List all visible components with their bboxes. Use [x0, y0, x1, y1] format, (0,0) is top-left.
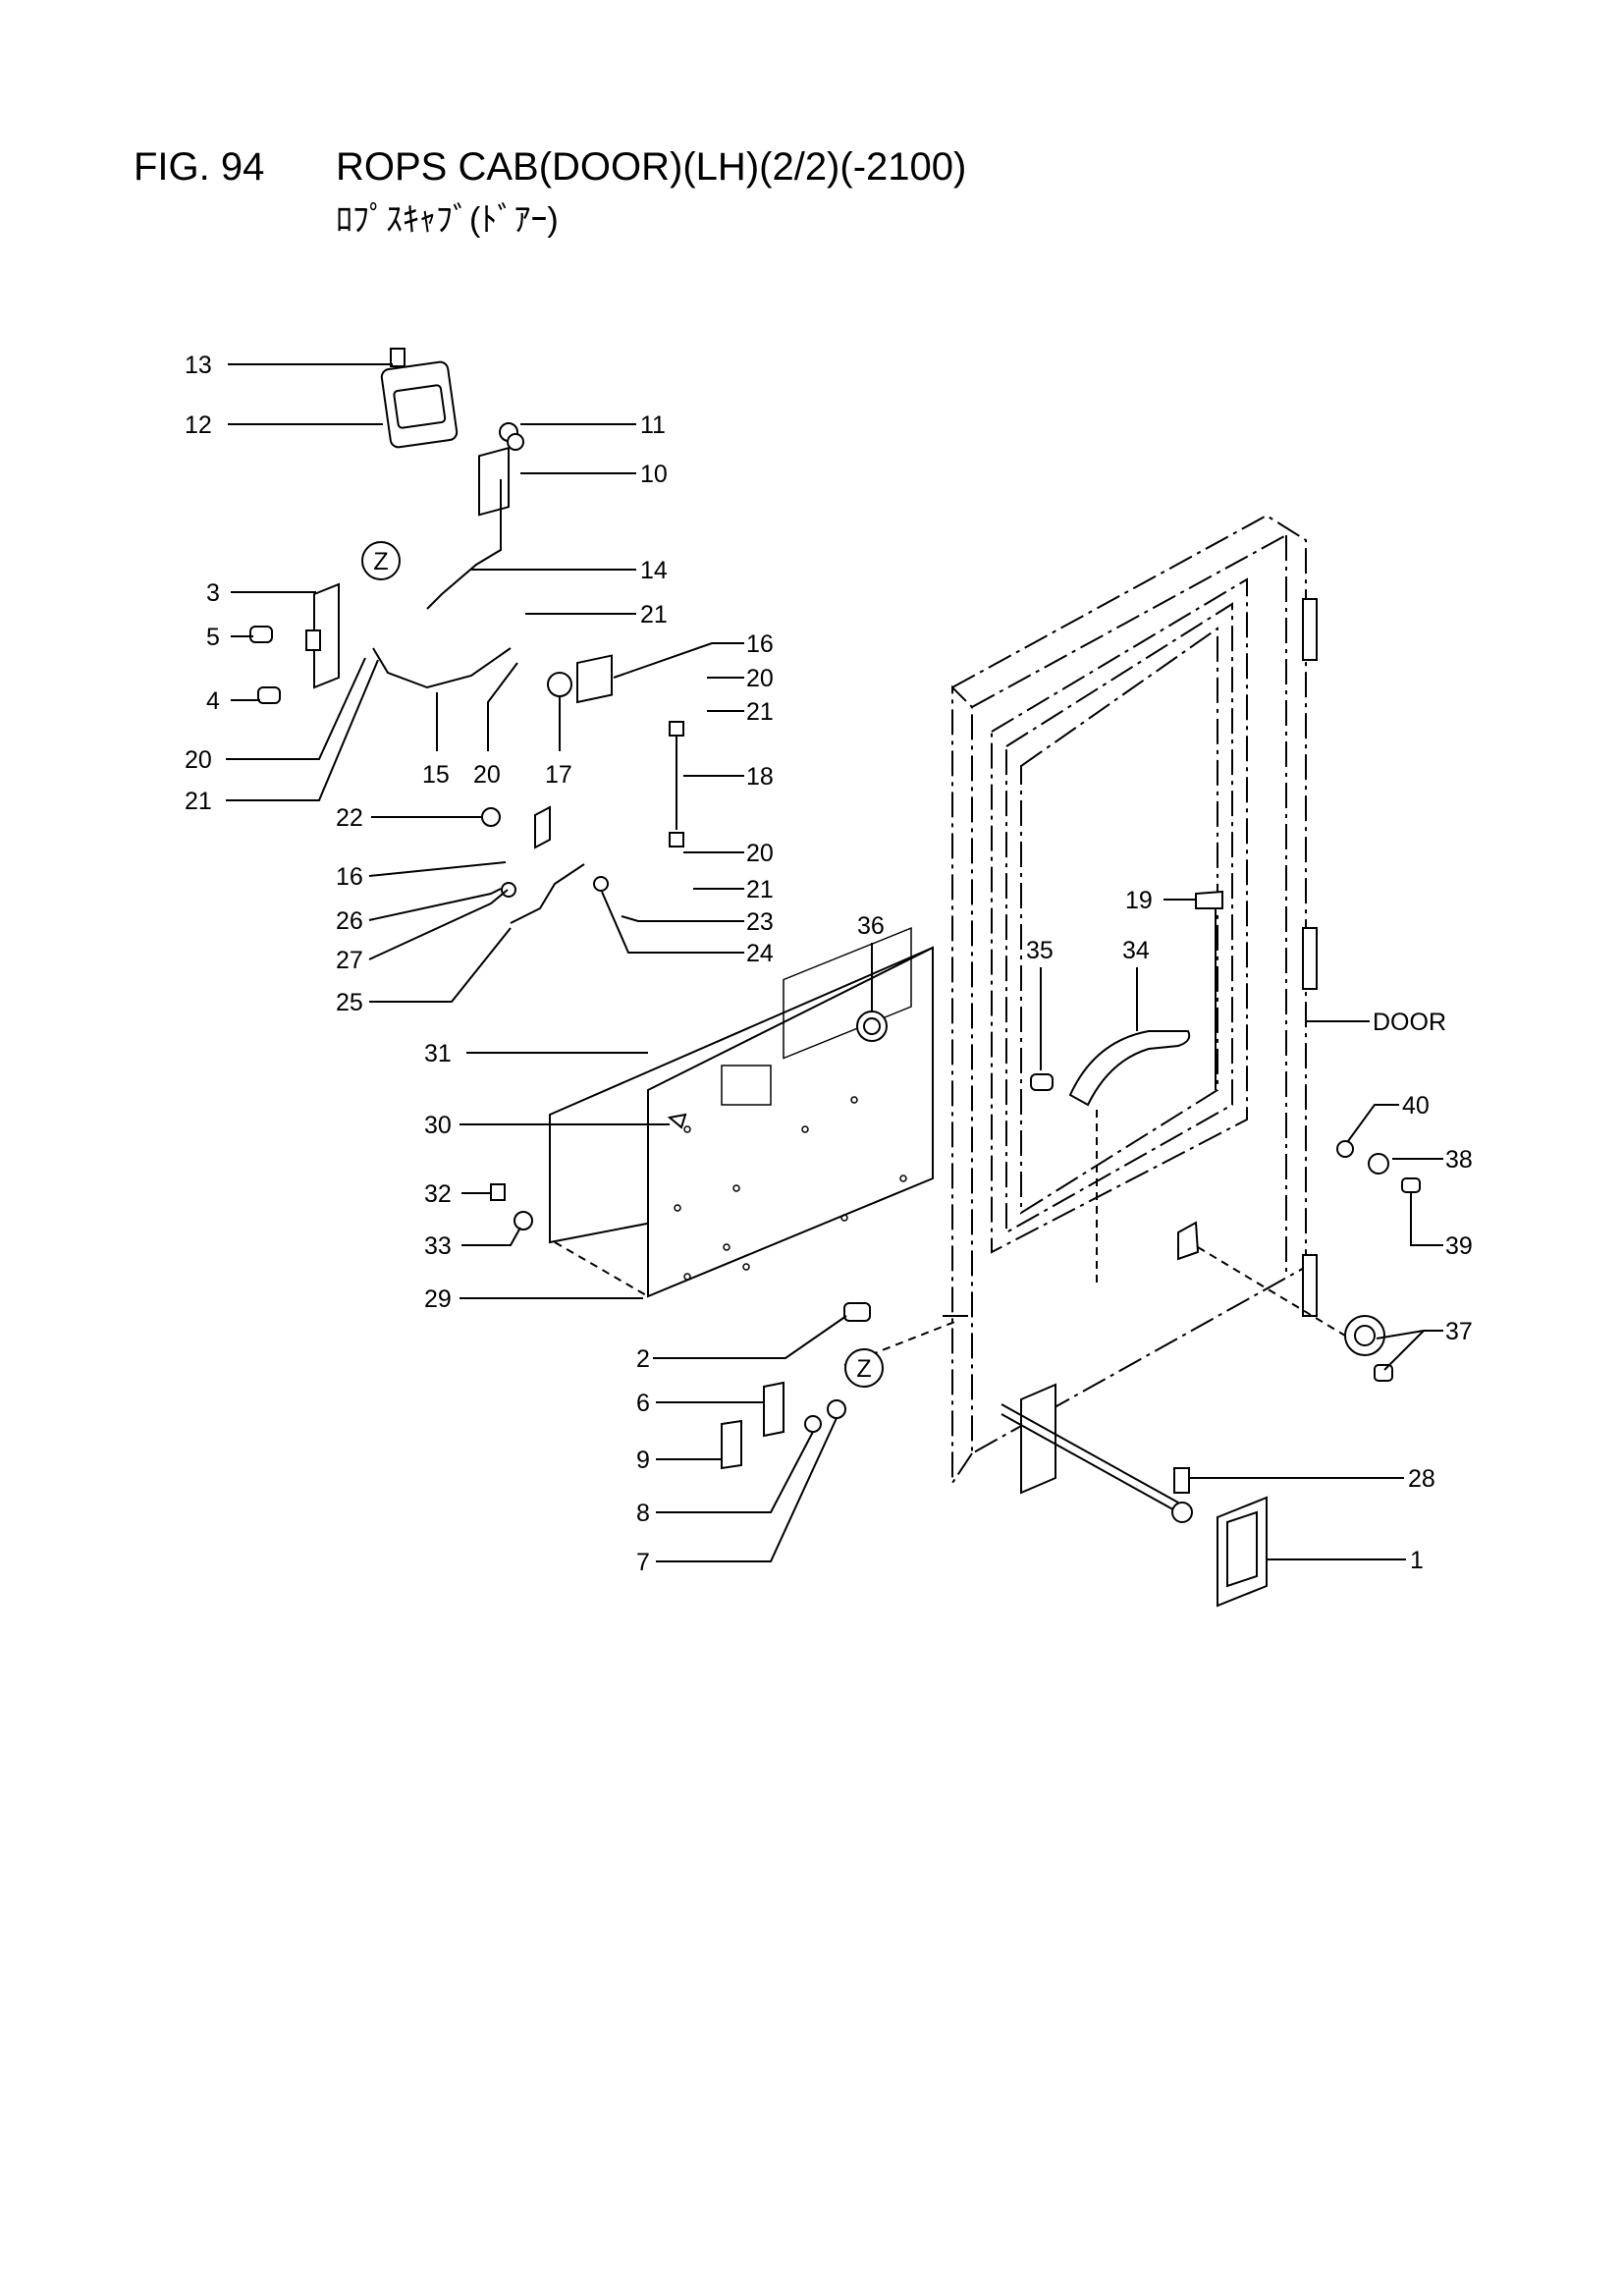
- callout-16a: 16: [746, 630, 774, 658]
- svg-text:Z: Z: [856, 1355, 871, 1383]
- view-marker-z-bottom: Z: [844, 1348, 884, 1388]
- callout-25: 25: [336, 989, 363, 1016]
- latch-mechanism: [249, 348, 687, 1230]
- figure-subtitle: ﾛﾌﾟｽｷｬﾌﾞ(ﾄﾞｱｰ): [336, 201, 559, 239]
- callout-21c: 21: [185, 788, 212, 815]
- callout-13: 13: [185, 352, 212, 379]
- door-hardware: [721, 890, 1421, 1608]
- callout-22: 22: [336, 804, 363, 832]
- callout-23: 23: [746, 908, 774, 936]
- callout-leaders: [226, 363, 1443, 1562]
- callout-28: 28: [1408, 1465, 1435, 1493]
- door-frame: [943, 514, 1318, 1495]
- callout-3: 3: [206, 579, 220, 607]
- callout-32: 32: [424, 1180, 452, 1208]
- figure-title: ROPS CAB(DOOR)(LH)(2/2)(-2100): [336, 145, 967, 189]
- callout-40: 40: [1402, 1092, 1430, 1120]
- callout-36: 36: [857, 912, 885, 940]
- callout-35: 35: [1026, 937, 1054, 964]
- callout-5: 5: [206, 624, 220, 651]
- callout-door: DOOR: [1373, 1009, 1446, 1036]
- callout-39: 39: [1445, 1232, 1473, 1260]
- view-marker-z-top: Z: [361, 541, 401, 580]
- callout-21a: 21: [640, 601, 668, 629]
- callout-33: 33: [424, 1232, 452, 1260]
- callout-6: 6: [636, 1390, 650, 1417]
- callout-21d: 21: [746, 876, 774, 903]
- callout-27: 27: [336, 947, 363, 974]
- callout-21b: 21: [746, 698, 774, 726]
- callout-37: 37: [1445, 1318, 1473, 1345]
- callout-2: 2: [636, 1345, 650, 1373]
- callout-18: 18: [746, 763, 774, 791]
- callout-7: 7: [636, 1549, 650, 1576]
- callout-11: 11: [640, 411, 666, 439]
- callout-14: 14: [640, 557, 668, 584]
- callout-31: 31: [424, 1040, 452, 1067]
- callout-20d: 20: [746, 840, 774, 867]
- callout-19: 19: [1125, 887, 1153, 914]
- callout-8: 8: [636, 1500, 650, 1527]
- callout-26: 26: [336, 907, 363, 935]
- callout-34: 34: [1122, 937, 1150, 964]
- callout-labels: 13 12 11 10 14 3 5 4 21 16 20 21 20 21 1…: [185, 352, 1473, 1576]
- callout-9: 9: [636, 1447, 650, 1474]
- callout-29: 29: [424, 1285, 452, 1313]
- callout-12: 12: [185, 411, 212, 439]
- callout-17: 17: [545, 761, 572, 789]
- callout-20a: 20: [746, 665, 774, 692]
- callout-24: 24: [746, 940, 774, 967]
- callout-1: 1: [1410, 1547, 1424, 1574]
- callout-38: 38: [1445, 1146, 1473, 1174]
- figure-number: FIG. 94: [134, 145, 265, 189]
- callout-16b: 16: [336, 863, 363, 891]
- callout-4: 4: [206, 687, 220, 715]
- inner-panel: [549, 927, 934, 1298]
- callout-15: 15: [422, 761, 450, 789]
- callout-30: 30: [424, 1112, 452, 1139]
- callout-20b: 20: [185, 746, 212, 774]
- callout-20c: 20: [473, 761, 501, 789]
- callout-10: 10: [640, 461, 668, 488]
- svg-text:Z: Z: [373, 548, 388, 575]
